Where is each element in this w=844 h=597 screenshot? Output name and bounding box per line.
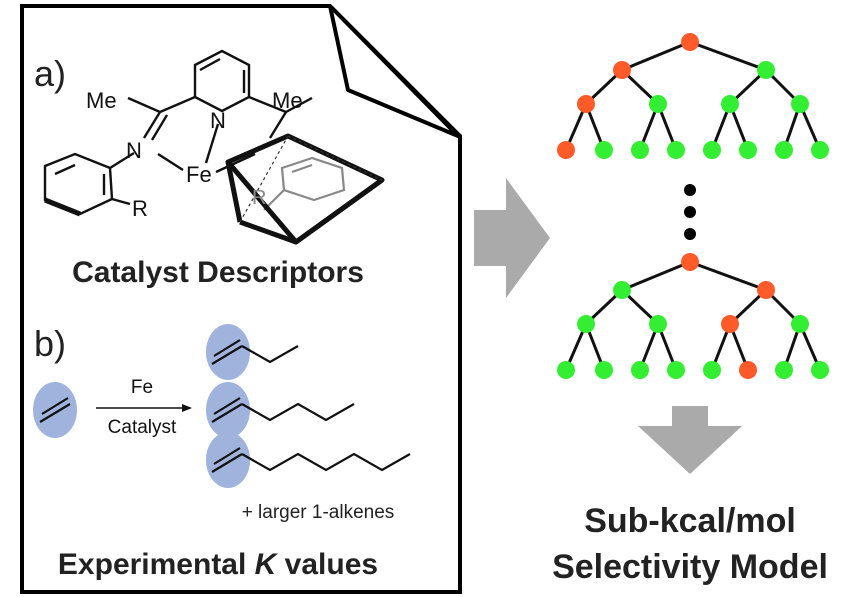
document-sheet xyxy=(20,4,462,594)
panel-b-label: b) xyxy=(34,323,66,364)
tree-ensemble xyxy=(557,33,829,379)
reaction-condition: Catalyst xyxy=(108,417,177,438)
larger-alkenes-note: + larger 1-alkenes xyxy=(242,502,395,523)
product-octene xyxy=(206,432,411,488)
tree-node xyxy=(631,141,649,159)
tree-node xyxy=(791,315,809,333)
catalyst-descriptors-title: Catalyst Descriptors xyxy=(72,256,364,289)
model-caption-line1: Sub-kcal/mol xyxy=(584,502,796,540)
cube-hidden-edges xyxy=(239,135,383,223)
atom-me-right: Me xyxy=(272,88,303,113)
panel-a-label: a) xyxy=(34,53,66,94)
tree-node xyxy=(613,61,631,79)
tree-node xyxy=(595,141,613,159)
tree-node xyxy=(811,361,829,379)
tree-node xyxy=(681,253,699,271)
tree-node xyxy=(791,95,809,113)
atom-r-right: R xyxy=(252,187,266,209)
tree-edge xyxy=(621,40,691,72)
atom-r-left: R xyxy=(132,196,148,221)
tree-node xyxy=(703,141,721,159)
tree-node xyxy=(595,361,613,379)
reaction-arrow xyxy=(96,404,192,412)
tree-node xyxy=(649,95,667,113)
tree-node xyxy=(667,361,685,379)
right-arrow xyxy=(474,178,550,298)
tree-node xyxy=(721,95,739,113)
tree-node xyxy=(739,361,757,379)
tree-node xyxy=(757,61,775,79)
tree-node xyxy=(577,95,595,113)
atom-me-left: Me xyxy=(86,88,117,113)
catalyst-structure xyxy=(43,49,313,217)
tree-node xyxy=(703,361,721,379)
tree-node xyxy=(557,361,575,379)
decision-tree-top xyxy=(557,33,829,159)
tree-node xyxy=(721,315,739,333)
model-caption-line2: Selectivity Model xyxy=(552,548,828,586)
decision-tree-bottom xyxy=(557,253,829,379)
tree-node xyxy=(811,141,829,159)
product-hexene xyxy=(206,382,355,438)
tree-edge xyxy=(689,40,767,72)
atom-n-left: N xyxy=(126,138,142,163)
tree-node xyxy=(739,141,757,159)
tree-node xyxy=(775,361,793,379)
atom-fe: Fe xyxy=(186,162,212,187)
tree-node xyxy=(557,141,575,159)
tree-node xyxy=(613,281,631,299)
tree-node xyxy=(775,141,793,159)
down-arrow xyxy=(638,406,742,474)
product-butene xyxy=(206,324,299,380)
reaction-reagent: Fe xyxy=(131,377,153,398)
tree-node xyxy=(681,33,699,51)
tree-edge xyxy=(689,260,767,292)
tree-edge xyxy=(621,260,691,292)
ethylene-molecule xyxy=(39,397,71,423)
tree-node xyxy=(667,141,685,159)
tree-node xyxy=(577,315,595,333)
experimental-k-title: Experimental K values xyxy=(58,548,378,581)
ethylene-highlight xyxy=(33,382,77,438)
tree-node xyxy=(631,361,649,379)
tree-node xyxy=(649,315,667,333)
ensemble-ellipsis xyxy=(684,184,696,240)
tree-node xyxy=(757,281,775,299)
atom-n-center: N xyxy=(210,108,226,133)
